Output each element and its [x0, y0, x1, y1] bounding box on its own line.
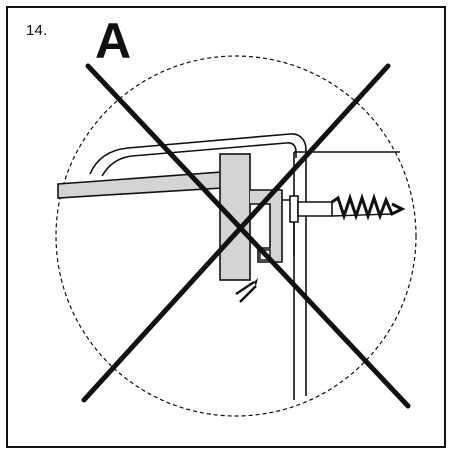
screw-icon	[289, 193, 406, 223]
mounting-bracket	[219, 153, 251, 281]
pinch-arrow-icon	[235, 278, 258, 303]
curved-rail-inner	[101, 142, 297, 177]
variant-letter: A	[95, 13, 132, 69]
bracket-clip	[250, 189, 283, 263]
curved-rail-outer	[89, 133, 307, 175]
step-number: 14.	[26, 22, 48, 39]
prohibited-cross-line-2	[81, 63, 391, 403]
prohibited-cross-line-1	[85, 63, 411, 409]
wall-panel	[293, 151, 400, 400]
detail-magnifier-circle	[55, 55, 417, 417]
